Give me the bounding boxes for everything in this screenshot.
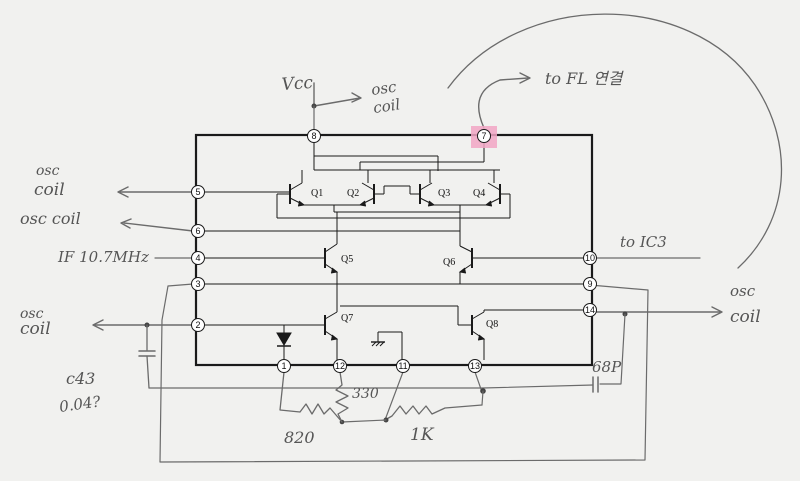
r1k-label: 1K [410, 425, 435, 445]
osc-coil-right-line2: coil [730, 307, 761, 327]
osc-coil-right-line1: osc [730, 282, 756, 300]
osc-coil-pin5-line2: coil [34, 180, 65, 200]
pin-4: 4 [191, 251, 205, 265]
q8-label: Q8 [486, 319, 498, 330]
pin-9: 9 [583, 277, 597, 291]
pin-13: 13 [468, 359, 482, 373]
pin-1: 1 [277, 359, 291, 373]
svg-text:10: 10 [585, 253, 595, 263]
osc-coil-top-line1: osc [370, 78, 398, 99]
c43-value: 0.04? [58, 392, 102, 416]
pin-11: 11 [396, 359, 410, 373]
r820-label: 820 [284, 428, 315, 447]
svg-text:9: 9 [587, 279, 592, 289]
pin-5: 5 [191, 185, 205, 199]
pin-8: 8 [307, 129, 321, 143]
pencil-annotations [92, 13, 783, 463]
c43-label: c43 [66, 369, 95, 388]
r330-label: 330 [352, 386, 379, 402]
svg-text:4: 4 [195, 253, 200, 263]
svg-text:8: 8 [311, 131, 316, 141]
pin-3: 3 [191, 277, 205, 291]
handwritten-notes: Vcc osc coil to FL 연결 osc coil osc coil … [20, 69, 761, 447]
svg-text:11: 11 [398, 361, 407, 371]
to-ic3-label: to IC3 [620, 233, 667, 251]
osc-coil-top-line2: coil [372, 95, 401, 117]
pins: 8 7 5 6 4 3 2 10 9 14 1 12 11 13 [191, 126, 597, 373]
internal-circuit [205, 143, 584, 360]
pin-14: 14 [583, 303, 597, 317]
c68p-label: 68P [592, 358, 622, 376]
q2-label: Q2 [347, 188, 359, 199]
osc-coil-pin2-line1: osc [20, 306, 44, 322]
osc-coil-pin2-line2: coil [20, 319, 51, 339]
pin-7: 7 [477, 129, 491, 143]
svg-text:7: 7 [481, 131, 486, 141]
pin-12: 12 [333, 359, 347, 373]
osc-coil-pin6: osc coil [20, 209, 81, 228]
q1-label: Q1 [311, 188, 323, 199]
svg-text:1: 1 [281, 361, 286, 371]
if-freq-label: IF 10.7MHz [57, 248, 149, 266]
svg-text:14: 14 [585, 305, 595, 315]
q5-label: Q5 [341, 254, 353, 265]
vcc-label: Vcc [281, 73, 314, 95]
q7-label: Q7 [341, 313, 353, 324]
ic-package [194, 133, 594, 367]
svg-text:12: 12 [335, 361, 345, 371]
pin-6: 6 [191, 224, 205, 238]
q3-label: Q3 [438, 188, 450, 199]
svg-text:6: 6 [195, 226, 200, 236]
osc-coil-pin5-line1: osc [36, 163, 60, 179]
q6-label: Q6 [443, 257, 455, 268]
transistor-labels: Q1 Q2 Q3 Q4 Q5 Q6 Q7 Q8 [311, 188, 498, 330]
svg-text:5: 5 [195, 187, 200, 197]
pin-2: 2 [191, 318, 205, 332]
svg-text:13: 13 [470, 361, 480, 371]
svg-text:3: 3 [195, 279, 200, 289]
to-fl-label: to FL 연결 [545, 69, 625, 88]
q4-label: Q4 [473, 188, 485, 199]
pin-10: 10 [583, 251, 597, 265]
svg-text:2: 2 [195, 320, 200, 330]
